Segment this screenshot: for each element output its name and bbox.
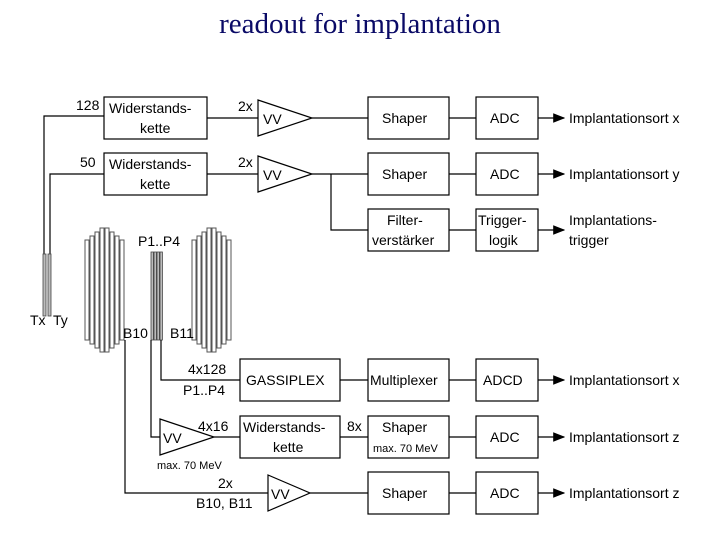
z1-count: 4x16	[198, 418, 229, 434]
row-z1: VV max. 70 MeV 4x16 Widerstands- kette 8…	[150, 340, 680, 472]
adcd-box	[475, 358, 539, 402]
row-y-shaper-label: Shaper	[382, 166, 427, 182]
z2-shaper-label: Shaper	[382, 485, 427, 501]
adcd-label: ADCD	[483, 372, 523, 388]
trigger-logic	[475, 208, 539, 252]
label-tx: Tx	[30, 312, 46, 328]
z1-resistor-label-2: kette	[273, 439, 304, 455]
gassiplex-channels: P1..P4	[183, 382, 225, 398]
row-y-amplifier	[257, 155, 314, 193]
z1-resistor-label-1: Widerstands-	[243, 419, 326, 435]
detector-txty: Tx Ty	[30, 253, 68, 328]
row-y-amp-label: VV	[263, 167, 282, 183]
row-y-resistor-chain	[103, 152, 208, 196]
trigger-label-1: Trigger-	[478, 212, 527, 228]
row-x-adc	[475, 96, 539, 140]
z1-amp-note: max. 70 MeV	[157, 460, 222, 472]
gassiplex-output: Implantationsort x	[569, 372, 680, 388]
multiplexer-box	[367, 358, 450, 402]
row-x-shaper	[367, 96, 450, 140]
z1-shaper-note: max. 70 MeV	[373, 443, 438, 455]
filter-label-1: Filter-	[387, 212, 423, 228]
z2-mult: 2x	[218, 475, 233, 491]
trigger-output-1: Implantations-	[569, 212, 657, 228]
z2-output: Implantationsort z	[569, 485, 680, 501]
gassiplex-box	[239, 358, 341, 402]
z1-output: Implantationsort z	[569, 429, 680, 445]
gassiplex-label: GASSIPLEX	[246, 372, 325, 388]
row-x-amplifier	[257, 99, 314, 137]
row-x-output: Implantationsort x	[569, 110, 680, 126]
row-y-adc-label: ADC	[490, 166, 520, 182]
label-b11: B11	[170, 325, 194, 341]
z2-adc-label: ADC	[490, 485, 520, 501]
detector-b11: B11	[170, 227, 232, 353]
row-y-mult: 2x	[238, 154, 253, 170]
z1-amp-label: VV	[163, 430, 182, 446]
z2-amp-label: VV	[271, 486, 290, 502]
row-z2: 2x B10, B11 VV Shaper ADC Implantationso…	[124, 340, 680, 515]
z1-resistor-chain	[239, 415, 341, 459]
row-y-resistor-label-2: kette	[140, 176, 171, 192]
row-x-adc-label: ADC	[490, 110, 520, 126]
z2-amplifier	[267, 474, 312, 512]
row-x: 128 Widerstands- kette 2x VV Shaper ADC …	[43, 96, 680, 258]
z1-adc	[475, 415, 539, 459]
detector-p1p4: P1..P4	[138, 233, 180, 341]
trigger-label-2: logik	[489, 232, 519, 248]
z2-channels: B10, B11	[196, 495, 253, 511]
trigger-output-2: trigger	[569, 232, 609, 248]
row-y: 50 Widerstands- kette 2x VV Shaper ADC I…	[49, 152, 680, 258]
z2-adc	[475, 471, 539, 515]
row-gassiplex: 4x128 P1..P4 GASSIPLEX Multiplexer ADCD …	[160, 340, 680, 402]
multiplexer-label: Multiplexer	[370, 372, 438, 388]
filter-amplifier	[367, 208, 450, 252]
row-x-resistor-label-2: kette	[140, 120, 171, 136]
z1-amplifier	[159, 418, 216, 456]
label-p1p4: P1..P4	[138, 233, 180, 249]
gassiplex-count: 4x128	[188, 361, 226, 377]
row-x-shaper-label: Shaper	[382, 110, 427, 126]
trigger-row: Filter- verstärker Trigger- logik Implan…	[330, 174, 657, 252]
row-y-adc	[475, 152, 539, 196]
label-b10: B10	[123, 325, 148, 341]
z1-shaper	[367, 415, 450, 459]
row-x-resistor-label-1: Widerstands-	[109, 100, 192, 116]
row-y-output: Implantationsort y	[569, 166, 680, 182]
row-y-resistor-label-1: Widerstands-	[109, 156, 192, 172]
label-ty: Ty	[53, 312, 68, 328]
row-y-count: 50	[80, 154, 96, 170]
filter-label-2: verstärker	[372, 232, 435, 248]
row-x-resistor-chain	[103, 96, 208, 140]
page-title: readout for implantation	[219, 8, 501, 40]
row-x-count: 128	[76, 97, 100, 113]
z1-mult: 8x	[347, 418, 362, 434]
row-x-mult: 2x	[238, 98, 253, 114]
z1-shaper-label: Shaper	[382, 419, 427, 435]
row-x-amp-label: VV	[263, 111, 282, 127]
z1-adc-label: ADC	[490, 429, 520, 445]
detector-b10: B10	[84, 227, 148, 353]
